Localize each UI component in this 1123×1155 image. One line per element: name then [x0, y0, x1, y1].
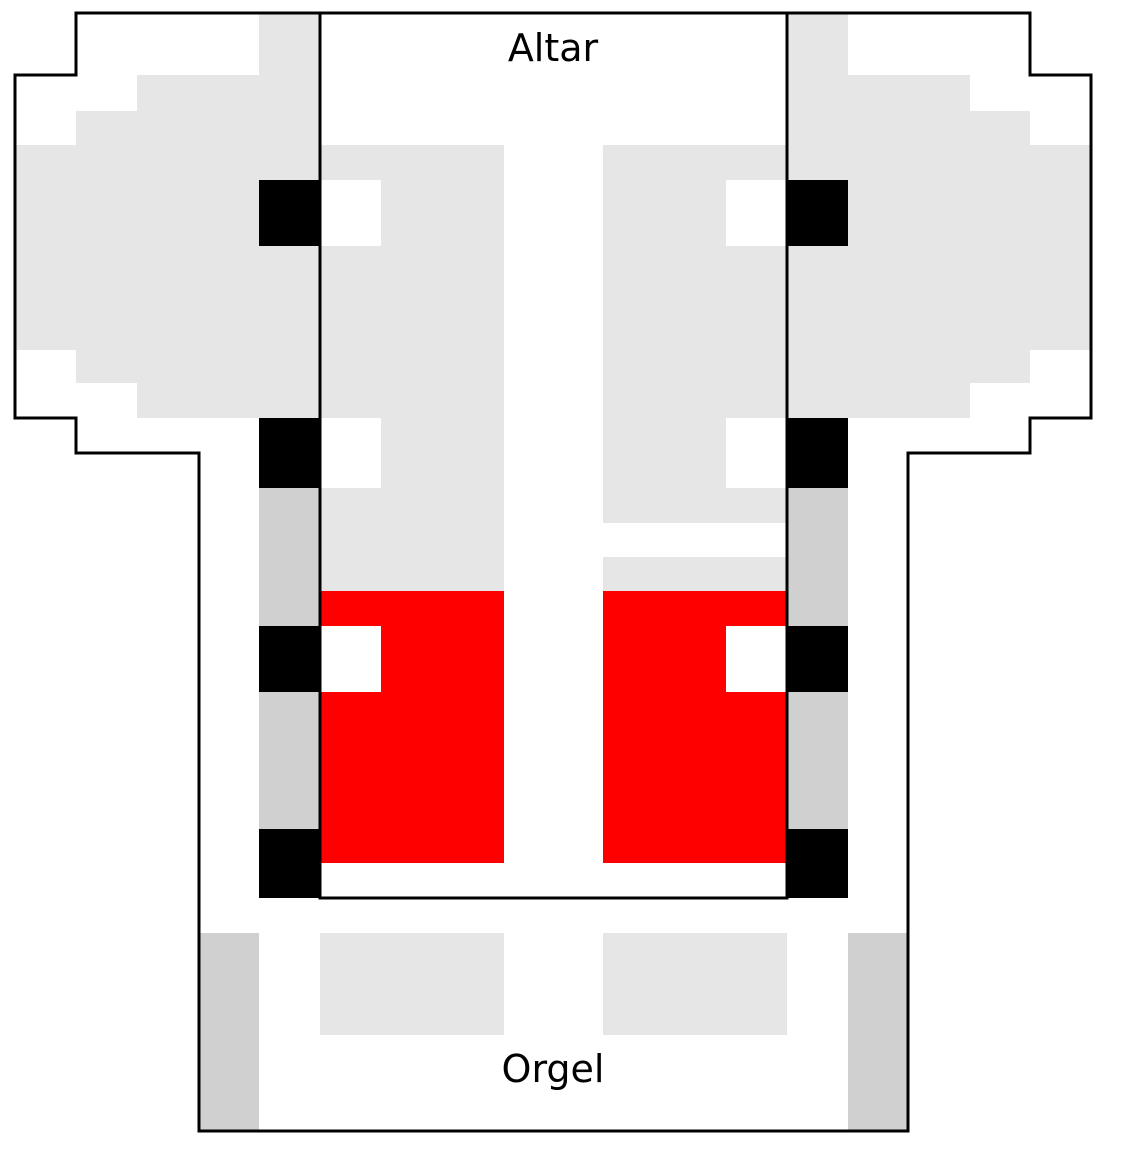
rear-left-pews[interactable]: [320, 933, 504, 1035]
pillars: [259, 180, 848, 898]
church-outline: [13, 11, 1093, 1133]
altar-label: Altar: [508, 26, 599, 70]
organ-label: Orgel: [502, 1047, 605, 1091]
right-transept-seating: [787, 13, 1091, 418]
right-pews-unselected-back[interactable]: [603, 557, 787, 591]
rear-right-pews[interactable]: [603, 933, 787, 1035]
side-aisle-seating: [199, 488, 908, 1131]
pillar-gaps: [320, 180, 787, 692]
left-transept-seating: [15, 13, 320, 418]
nave-outline: [318, 11, 789, 900]
